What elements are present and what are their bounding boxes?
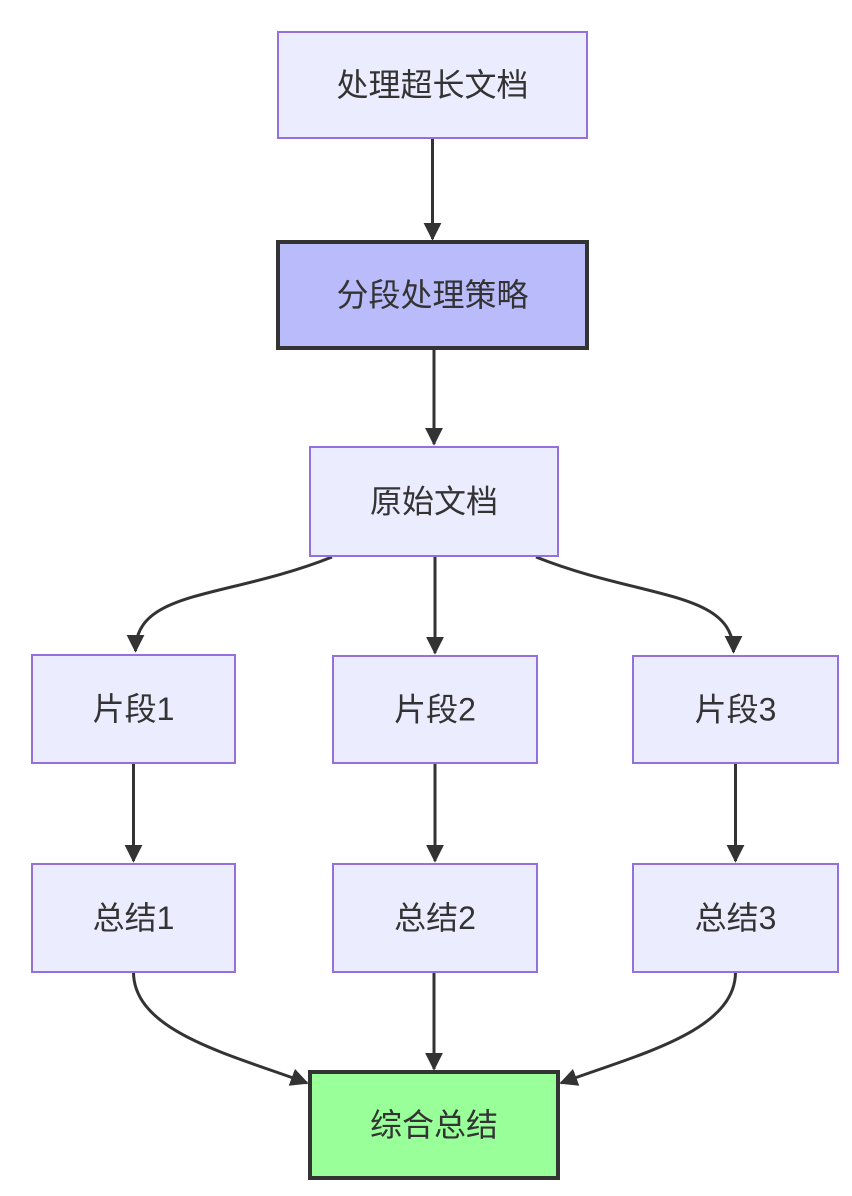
node-B-label: 分段处理策略: [336, 277, 528, 313]
node-E3-rect: [632, 863, 839, 973]
node-D1: 片段1: [31, 654, 236, 764]
node-D3-rect: [632, 655, 839, 764]
node-E3: 总结3: [632, 863, 839, 973]
node-F: 综合总结: [308, 1070, 560, 1180]
node-D2-rect: [332, 655, 538, 764]
node-E1-label: 总结1: [93, 900, 175, 936]
node-E2-rect: [332, 863, 538, 973]
node-A-rect: [277, 31, 588, 139]
node-D1-rect: [31, 654, 236, 764]
node-C-label: 原始文档: [370, 484, 498, 520]
node-E1: 总结1: [31, 863, 236, 973]
node-E2-label: 总结2: [394, 900, 476, 936]
node-D2-label: 片段2: [394, 692, 476, 728]
node-D2: 片段2: [332, 655, 538, 764]
edge-C-D3: [535, 555, 743, 654]
node-E1-rect: [31, 863, 236, 973]
node-B: 分段处理策略: [276, 240, 589, 350]
edges-layer: [124, 138, 745, 1086]
node-F-rect: [308, 1070, 560, 1180]
node-F-label: 综合总结: [370, 1107, 498, 1143]
node-C-rect: [309, 446, 559, 557]
edge-E3-F: [559, 971, 737, 1086]
node-E2: 总结2: [332, 863, 538, 973]
edge-E1-F: [132, 971, 309, 1086]
node-B-rect: [276, 240, 589, 350]
node-E3-label: 总结3: [695, 900, 777, 936]
node-D3: 片段3: [632, 655, 839, 764]
edge-C-D1: [126, 555, 333, 653]
node-D3-label: 片段3: [695, 692, 777, 728]
node-D1-label: 片段1: [93, 691, 175, 727]
node-A: 处理超长文档: [277, 31, 588, 139]
node-A-label: 处理超长文档: [336, 67, 528, 103]
node-C: 原始文档: [309, 446, 559, 557]
